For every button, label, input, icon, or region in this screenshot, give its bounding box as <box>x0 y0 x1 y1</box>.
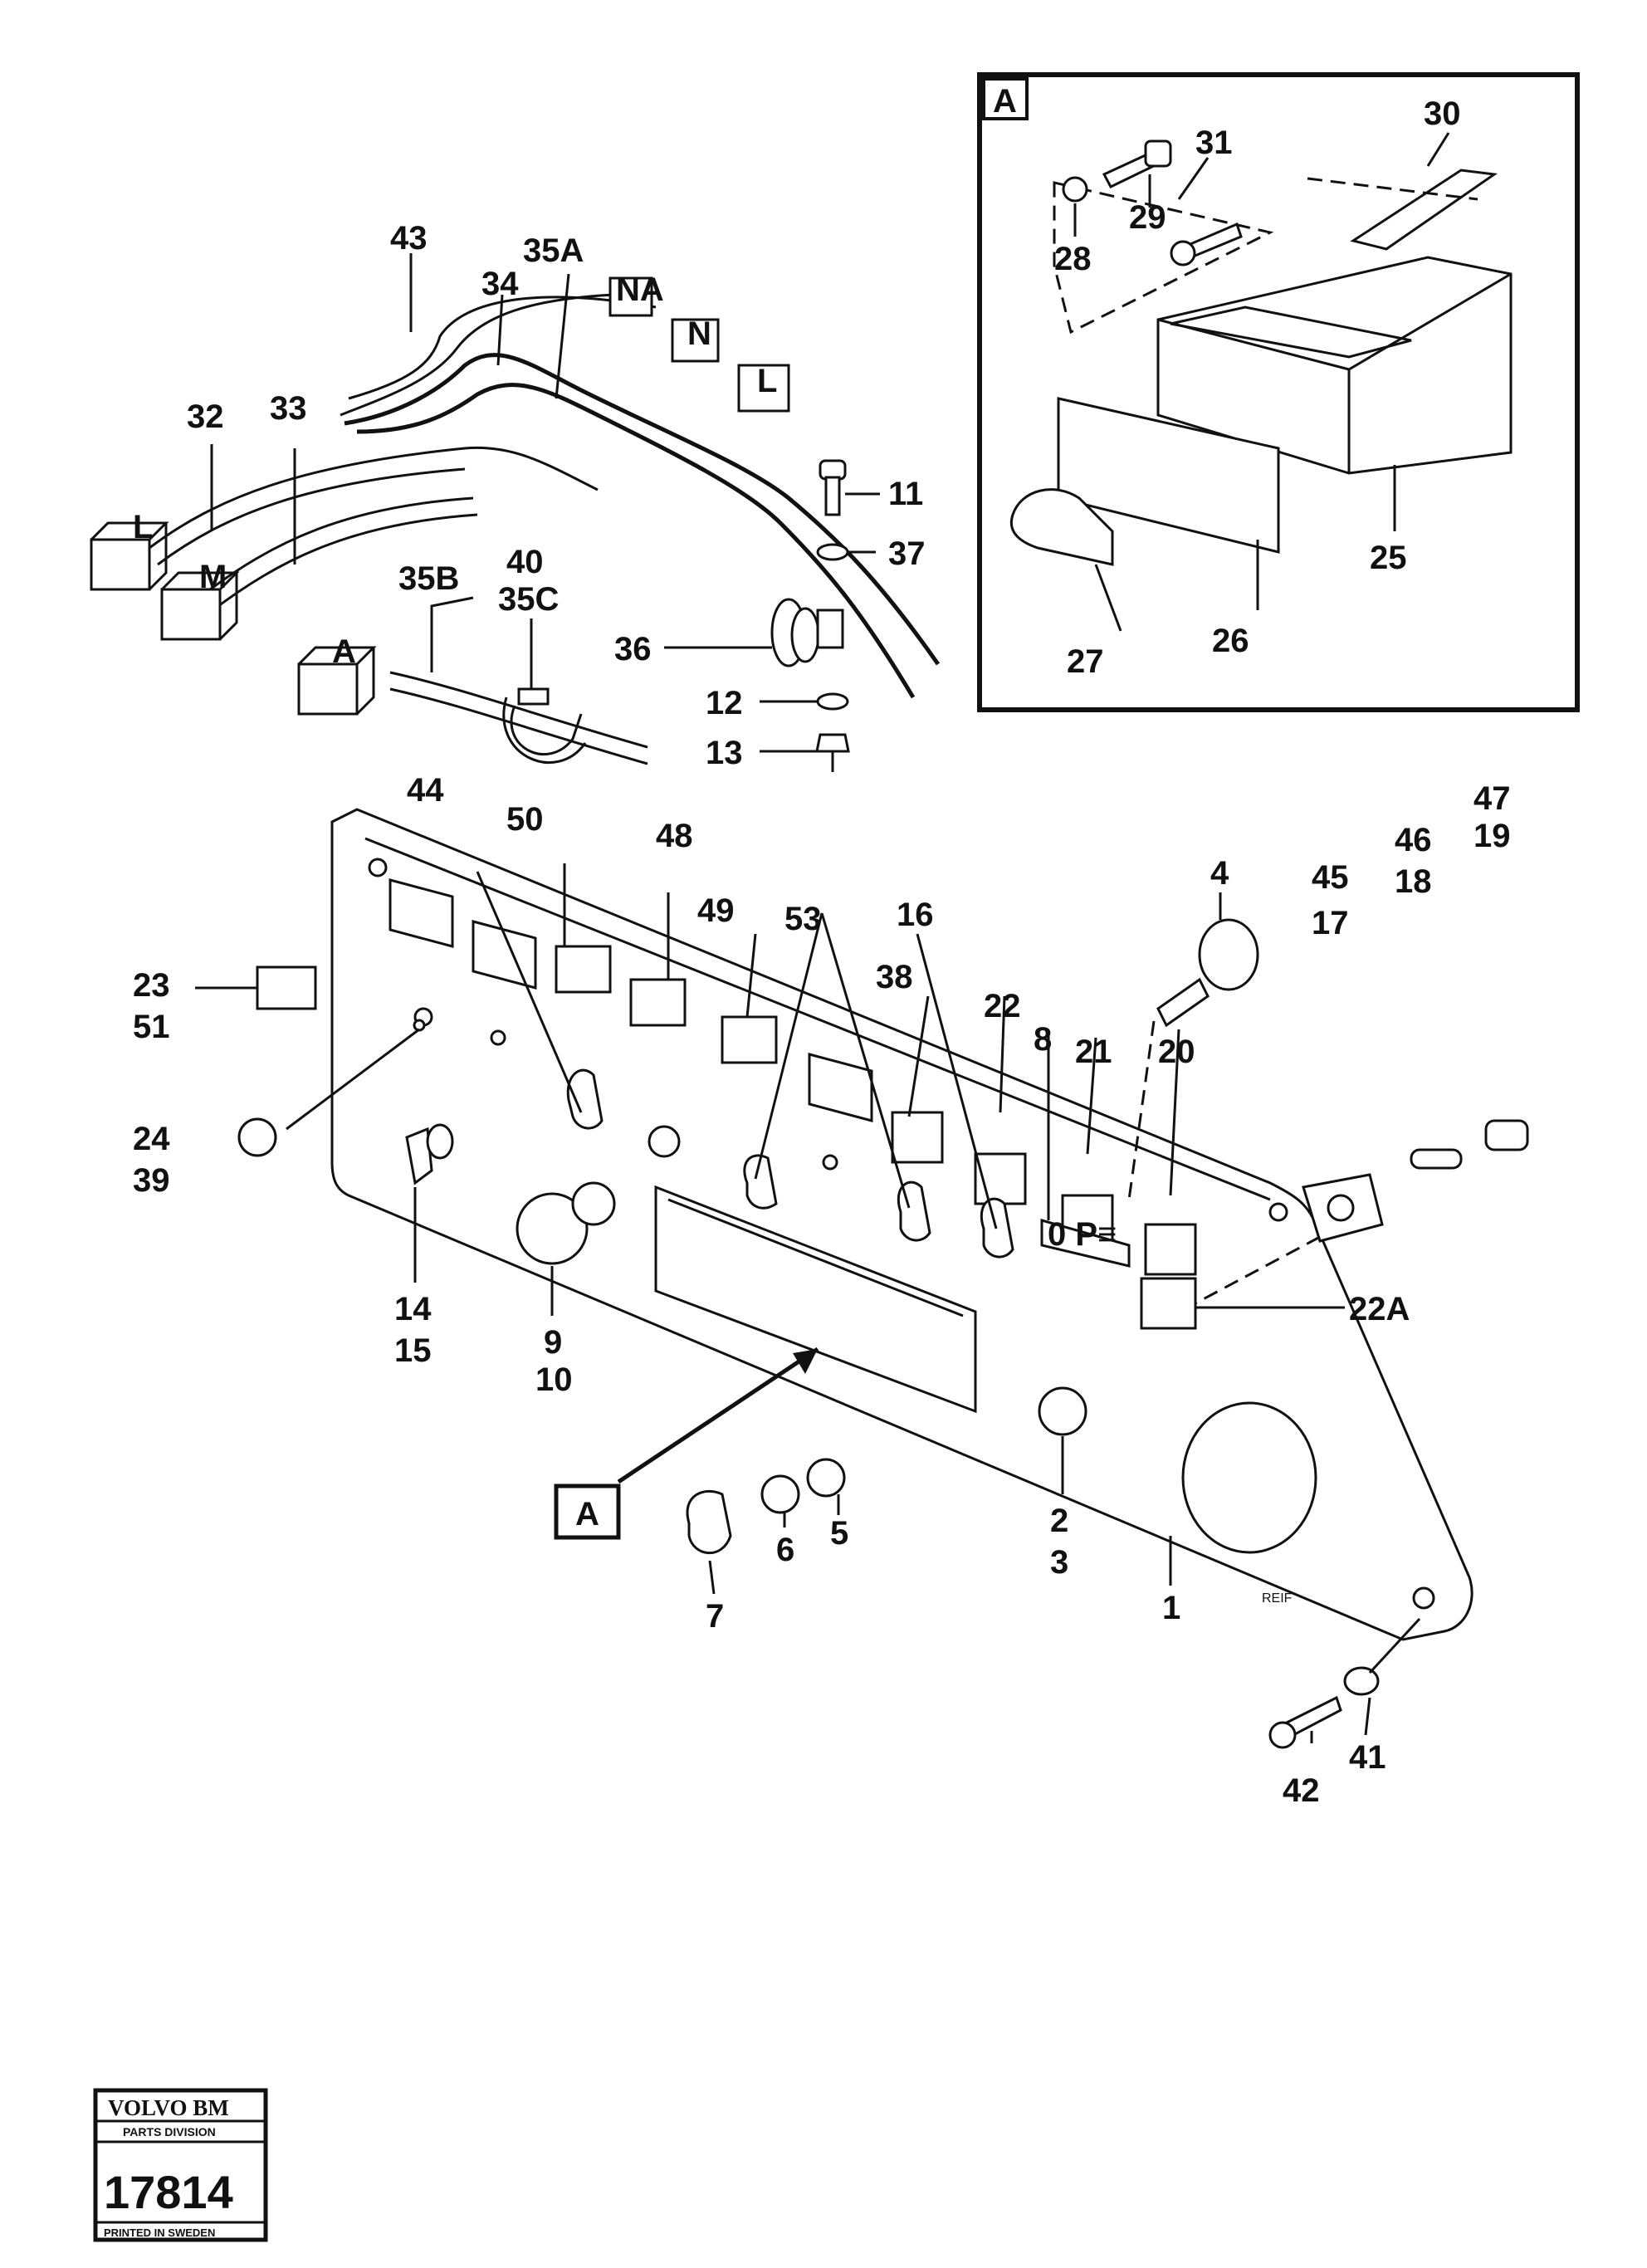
logo-footer: PRINTED IN SWEDEN <box>104 2226 215 2239</box>
signature: REIF <box>1262 1591 1293 1606</box>
inset-marker: A <box>993 83 1017 120</box>
callout-40: 40 <box>506 544 544 580</box>
callout-51: 51 <box>133 1009 170 1045</box>
callout-2: 2 <box>1050 1503 1068 1539</box>
callout-35c: 35C <box>498 581 559 618</box>
wiring-harness: L M A NA N L <box>90 253 941 772</box>
callout-42: 42 <box>1283 1772 1320 1809</box>
callout-3: 3 <box>1050 1544 1068 1581</box>
callout-24: 24 <box>133 1121 170 1157</box>
callout-37: 37 <box>888 535 926 572</box>
callout-41: 41 <box>1349 1739 1386 1776</box>
callout-43: 43 <box>390 220 428 257</box>
callout-36: 36 <box>614 631 652 667</box>
callout-46: 46 <box>1395 822 1432 858</box>
callout-1: 1 <box>1162 1590 1180 1626</box>
callout-11: 11 <box>888 476 923 512</box>
connector-33: M <box>160 559 240 641</box>
callout-44: 44 <box>407 772 444 809</box>
callout-32: 32 <box>187 398 224 435</box>
callout-23: 23 <box>133 967 170 1004</box>
volvo-bm-logo-block: VOLVO BM PARTS DIVISION 17814 PRINTED IN… <box>93 2088 268 2242</box>
callout-22a: 22A <box>1349 1291 1410 1327</box>
callout-35b: 35B <box>398 560 459 597</box>
callout-27: 27 <box>1067 643 1104 680</box>
callout-38: 38 <box>876 959 913 995</box>
callout-14: 14 <box>394 1291 432 1327</box>
callout-29: 29 <box>1129 199 1166 236</box>
connector-letter-32: L <box>133 509 153 545</box>
callout-17: 17 <box>1312 905 1349 941</box>
callout-16: 16 <box>897 897 934 933</box>
callout-9: 9 <box>544 1324 562 1361</box>
detail-marker: A <box>575 1496 599 1532</box>
callout-39: 39 <box>133 1162 170 1199</box>
callout-21: 21 <box>1075 1034 1112 1070</box>
callout-22: 22 <box>984 988 1021 1024</box>
callout-20: 20 <box>1158 1034 1195 1070</box>
callout-4: 4 <box>1210 855 1229 892</box>
connector-l: L <box>737 363 790 413</box>
logo-division: PARTS DIVISION <box>123 2125 216 2138</box>
callout-6: 6 <box>776 1532 794 1568</box>
connector-letter-n: N <box>687 315 711 352</box>
callout-8: 8 <box>1034 1021 1052 1058</box>
callout-13: 13 <box>706 735 743 771</box>
connector-35b: A <box>297 633 377 716</box>
connector-letter-na: NA <box>616 271 664 308</box>
connector-32: L <box>90 509 169 591</box>
callout-50: 50 <box>506 801 544 838</box>
callout-5: 5 <box>830 1515 848 1552</box>
callout-30: 30 <box>1424 95 1461 132</box>
callout-12: 12 <box>706 685 743 721</box>
callout-28: 28 <box>1054 241 1092 277</box>
panel-symbols-text: 0 P≡ <box>1048 1216 1117 1253</box>
connector-letter-35b: A <box>332 633 356 670</box>
logo-brand: VOLVO BM <box>108 2095 229 2120</box>
callout-10: 10 <box>535 1361 573 1398</box>
callout-49: 49 <box>697 892 735 929</box>
inset-detail-a: A <box>977 72 1580 712</box>
callout-31: 31 <box>1195 125 1233 161</box>
callout-15: 15 <box>394 1332 432 1369</box>
callout-35a: 35A <box>523 232 584 269</box>
logo-number: 17814 <box>104 2166 233 2218</box>
connector-letter-l: L <box>757 363 777 399</box>
callout-19: 19 <box>1474 818 1511 854</box>
callout-33: 33 <box>270 390 307 427</box>
callout-25: 25 <box>1370 540 1407 576</box>
connector-na: NA <box>608 271 664 317</box>
connector-n: N <box>671 315 720 363</box>
callout-48: 48 <box>656 818 693 854</box>
callout-labels: 43 34 35A 32 33 11 37 35B 40 35C 36 12 1… <box>133 95 1511 1809</box>
callout-34: 34 <box>481 266 519 302</box>
connector-letter-33: M <box>199 559 227 595</box>
dashboard-panel: 0 P≡ <box>195 808 1529 1749</box>
callout-47: 47 <box>1474 780 1511 817</box>
callout-26: 26 <box>1212 623 1249 659</box>
callout-53: 53 <box>784 901 822 937</box>
callout-45: 45 <box>1312 859 1349 896</box>
callout-7: 7 <box>706 1598 724 1635</box>
callout-18: 18 <box>1395 863 1432 900</box>
